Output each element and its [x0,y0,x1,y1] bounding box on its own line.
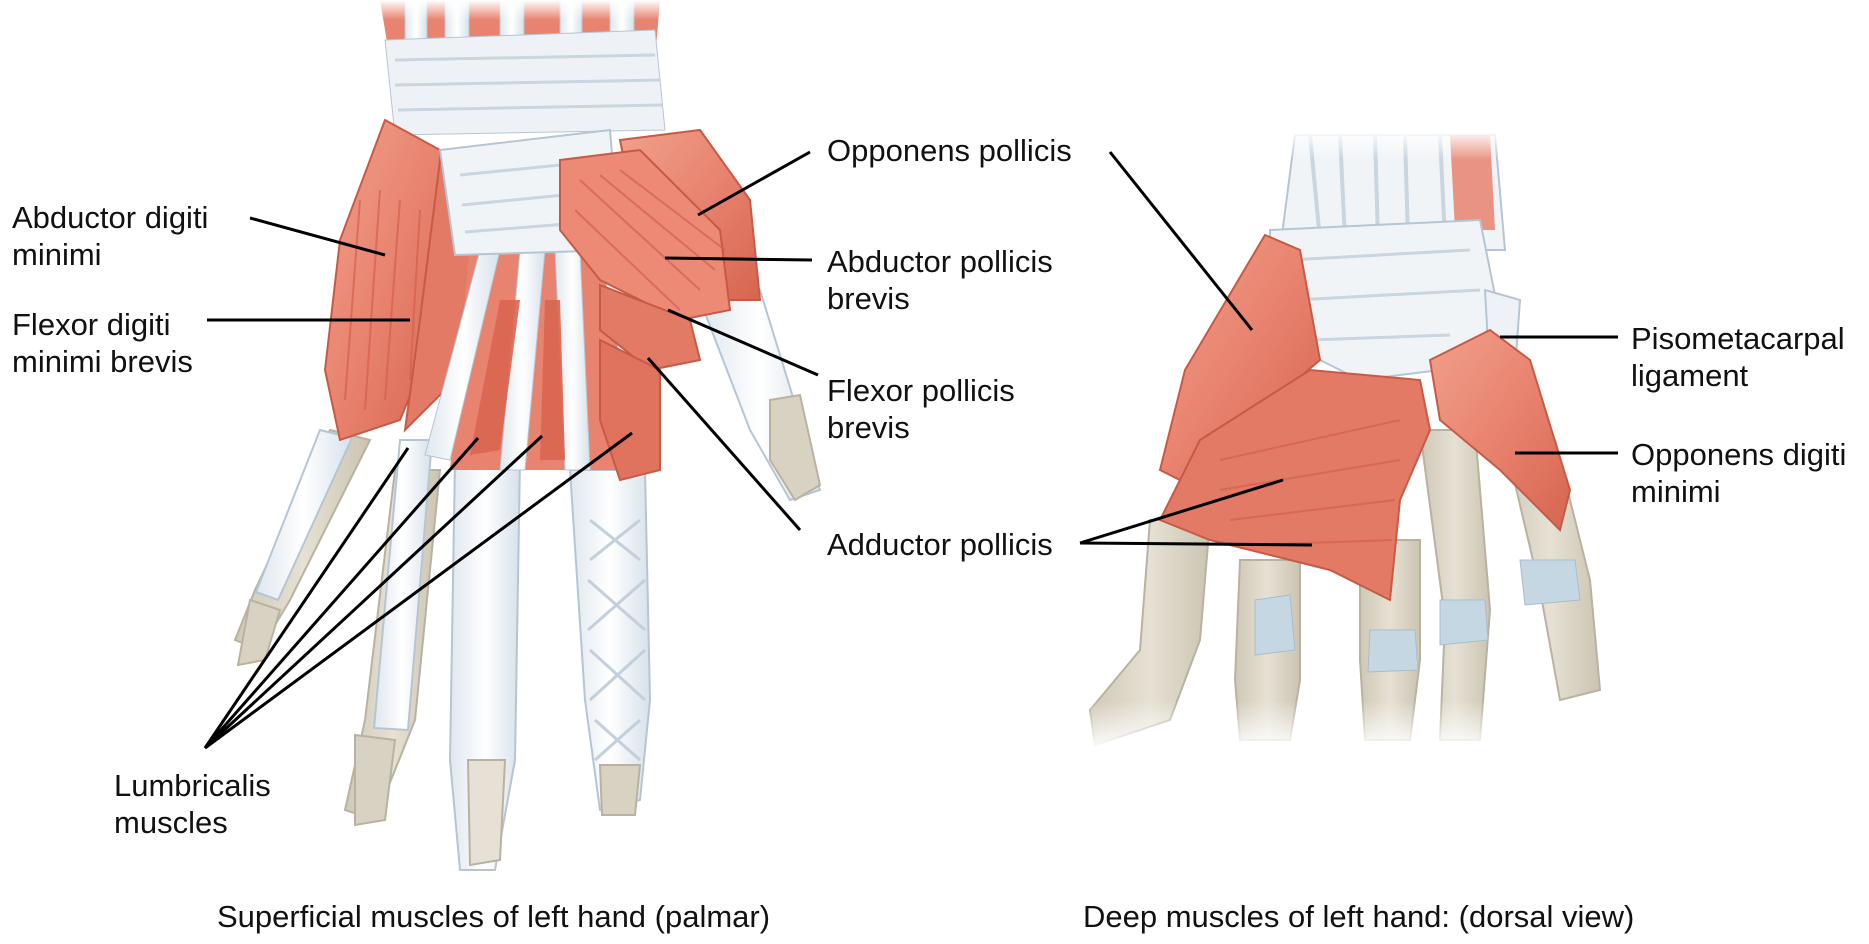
label-lumbricalis-muscles: Lumbricalis muscles [114,768,271,840]
label-pisometacarpal-ligament: Pisometacarpal ligament [1631,321,1845,393]
leader-adductor-pollicis-right-2 [1079,541,1313,547]
leader-abductor-pollicis-brevis [664,256,813,262]
leader-lumbricalis-2 [203,437,480,749]
label-opponens-digiti-minimi: Opponens digiti minimi [1631,437,1847,509]
label-abductor-pollicis-brevis: Abductor pollicis brevis [827,244,1053,316]
caption-deep-dorsal: Deep muscles of left hand: (dorsal view) [1083,899,1635,934]
label-adductor-pollicis: Adductor pollicis [827,527,1053,562]
right-hand-illustration [1088,130,1610,750]
label-flexor-pollicis-brevis: Flexor pollicis brevis [827,373,1015,445]
lumbricalis-muscle-strips [470,300,565,460]
leader-lines [203,150,1618,750]
leader-opponens-pollicis-right [1108,151,1254,331]
deep-opponens-digiti-minimi-muscle [1428,328,1572,532]
label-opponens-pollicis: Opponens pollicis [827,133,1072,168]
right-fingers [1088,418,1610,750]
leader-lumbricalis-1 [203,447,410,749]
left-forearm-tendons [380,0,666,136]
left-palm-tendons [424,240,640,471]
leader-opponens-pollicis [697,150,811,217]
leader-lumbricalis-3 [203,434,544,750]
leader-abductor-digiti-minimi [249,216,386,257]
leader-lumbricalis-4 [204,431,633,750]
leader-adductor-pollicis-right-1 [1079,478,1284,545]
label-abductor-digiti-minimi: Abductor digiti minimi [12,200,209,272]
label-flexor-digiti-minimi-brevis: Flexor digiti minimi brevis [12,307,193,379]
leader-flexor-pollicis-brevis [667,308,819,377]
left-hand-illustration [233,0,822,871]
leader-adductor-pollicis-left [646,357,802,531]
caption-superficial-palmar: Superficial muscles of left hand (palmar… [217,899,771,934]
left-fingers [233,288,822,871]
